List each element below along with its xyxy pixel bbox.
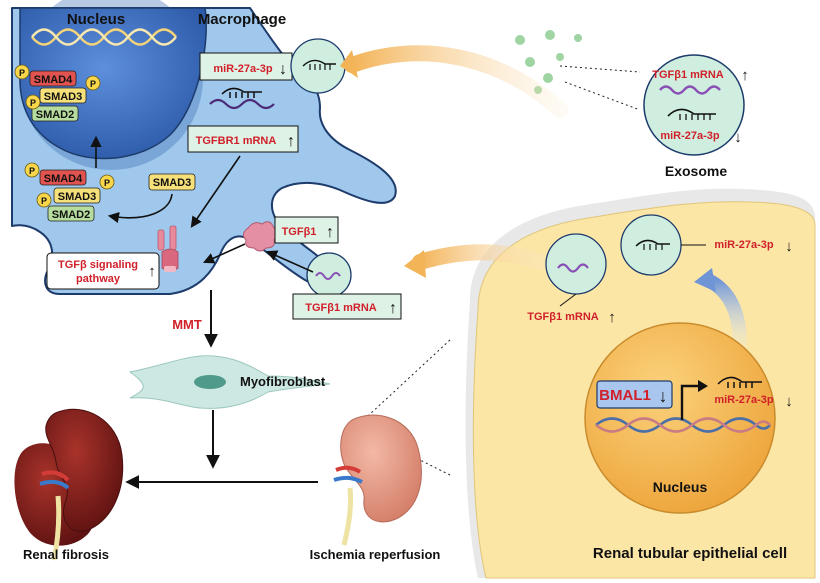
smad4-box <box>39 169 87 186</box>
epithelial-exosome-mrna <box>545 233 607 295</box>
myofibroblast-cell-icon <box>128 355 331 409</box>
tgfb-pathway-label-line1: TGFβ signaling <box>58 259 138 271</box>
up-arrow-icon: ↑ <box>389 300 397 317</box>
down-arrow-icon: ↓ <box>785 393 793 410</box>
tgfb-signaling-pathway-box: TGFβ signaling pathway ↑ <box>46 252 160 290</box>
bmal1-label: BMAL1 <box>599 387 651 404</box>
phospho-icon <box>99 174 115 190</box>
exosome-uptake-flow-arrow <box>344 45 568 118</box>
phospho-label: P <box>19 68 25 78</box>
translation-arrow <box>265 250 314 273</box>
tgfb-pathway-label-line2: pathway <box>76 273 121 285</box>
free-smad3-label: SMAD3 <box>153 177 192 189</box>
tgfb1-mrna-label: TGFβ1 mRNA <box>305 302 377 314</box>
mirna-mrna-duplex-icon <box>209 87 275 110</box>
tubular-cell-label: Renal tubular epithelial cell <box>593 545 787 562</box>
down-arrow-icon: ↓ <box>279 61 287 78</box>
epithelial-exosome-mirna <box>620 214 682 276</box>
macrophage-tgfb1-mrna-box: TGFβ1 mRNA ↑ <box>292 293 402 320</box>
phospho-icon <box>24 162 40 178</box>
tgfb1-box: TGFβ1 ↑ <box>274 216 339 244</box>
receptor-expression-arrow <box>190 155 241 228</box>
smad2-label: SMAD2 <box>52 209 91 221</box>
dna-helix-icon <box>31 28 177 46</box>
down-arrow-icon: ↓ <box>785 238 793 255</box>
phospho-icon <box>36 192 52 208</box>
smad2-box <box>31 105 79 122</box>
phospho-icon <box>14 64 30 80</box>
smad3-box <box>53 187 101 204</box>
myofibroblast-label: Myofibroblast <box>240 374 326 389</box>
bmal1-box: BMAL1 ↓ <box>596 380 673 409</box>
up-arrow-icon: ↑ <box>148 263 156 280</box>
macrophage-mir27a-box: miR-27a-3p ↓ <box>199 52 293 81</box>
ischemia-reperfusion-label: Ischemia reperfusion <box>310 547 441 562</box>
tgfbr1-mrna-label: TGFBR1 mRNA <box>196 135 277 147</box>
tgfbr1-mrna-box: TGFBR1 mRNA ↑ <box>187 125 299 153</box>
phospho-icon <box>85 75 101 91</box>
up-arrow-icon: ↑ <box>741 67 749 84</box>
exosome-release-flow-arrow <box>412 244 548 270</box>
mmt-label: MMT <box>172 317 202 332</box>
phospho-icon <box>25 94 41 110</box>
cell-tgfb1-mrna-label: TGFβ1 mRNA <box>527 311 599 323</box>
phospho-label: P <box>29 166 35 176</box>
up-arrow-icon: ↑ <box>608 309 616 326</box>
phospho-label: P <box>30 98 36 108</box>
smad3-label: SMAD3 <box>44 91 83 103</box>
smad4-label: SMAD4 <box>34 74 73 86</box>
down-arrow-icon: ↓ <box>659 386 668 406</box>
smad-complex-nuclear: SMAD4 SMAD3 SMAD2 P P P <box>14 64 101 122</box>
cell-mir27a-label: miR-27a-3p <box>714 239 774 251</box>
tgfb-receptor-icon <box>157 225 179 272</box>
tubular-dna-helix-icon <box>595 417 771 433</box>
smad3-box <box>39 87 87 104</box>
promoter-arrow-icon <box>680 384 700 420</box>
up-arrow-icon: ↑ <box>287 133 295 150</box>
smad4-box <box>29 70 77 87</box>
exosome-detail <box>643 54 745 156</box>
fibrotic-kidney-icon <box>14 408 124 561</box>
ligand-binding-arrow <box>202 243 246 264</box>
smad-binding-arrow <box>107 193 173 224</box>
leader-line <box>559 293 577 307</box>
phospho-label: P <box>41 196 47 206</box>
mir27a-label: miR-27a-3p <box>213 63 273 75</box>
up-arrow-icon: ↑ <box>326 224 334 241</box>
tubular-nucleus-label: Nucleus <box>653 479 708 495</box>
phospho-label: P <box>104 178 110 188</box>
smad4-label: SMAD4 <box>44 173 83 185</box>
internalized-exosome-top <box>290 38 346 94</box>
smad2-box <box>47 205 95 222</box>
tgfb1-protein-icon <box>242 221 278 252</box>
tgfb1-label: TGFβ1 <box>282 226 317 238</box>
down-arrow-icon: ↓ <box>734 129 742 146</box>
macrophage-nucleus-label: Nucleus <box>67 11 125 28</box>
renal-fibrosis-label: Renal fibrosis <box>23 547 109 562</box>
nuclear-mir27a-label: miR-27a-3p <box>714 394 774 406</box>
exosome-tgfb1-mrna-label: TGFβ1 mRNA <box>652 69 724 81</box>
smad3-label: SMAD3 <box>58 191 97 203</box>
smad2-label: SMAD2 <box>36 109 75 121</box>
free-smad3-box <box>148 173 196 191</box>
nuclear-mirna-icon <box>717 376 762 388</box>
injured-kidney-icon <box>333 414 422 546</box>
phospho-label: P <box>90 79 96 89</box>
exosome-mir27a-label: miR-27a-3p <box>660 130 720 142</box>
macrophage-label: Macrophage <box>198 11 286 28</box>
exosome-label: Exosome <box>665 163 727 179</box>
smad-complex-cytoplasm: SMAD4 SMAD3 SMAD2 P P P <box>24 162 115 222</box>
internalized-exosome-bottom <box>306 252 352 298</box>
